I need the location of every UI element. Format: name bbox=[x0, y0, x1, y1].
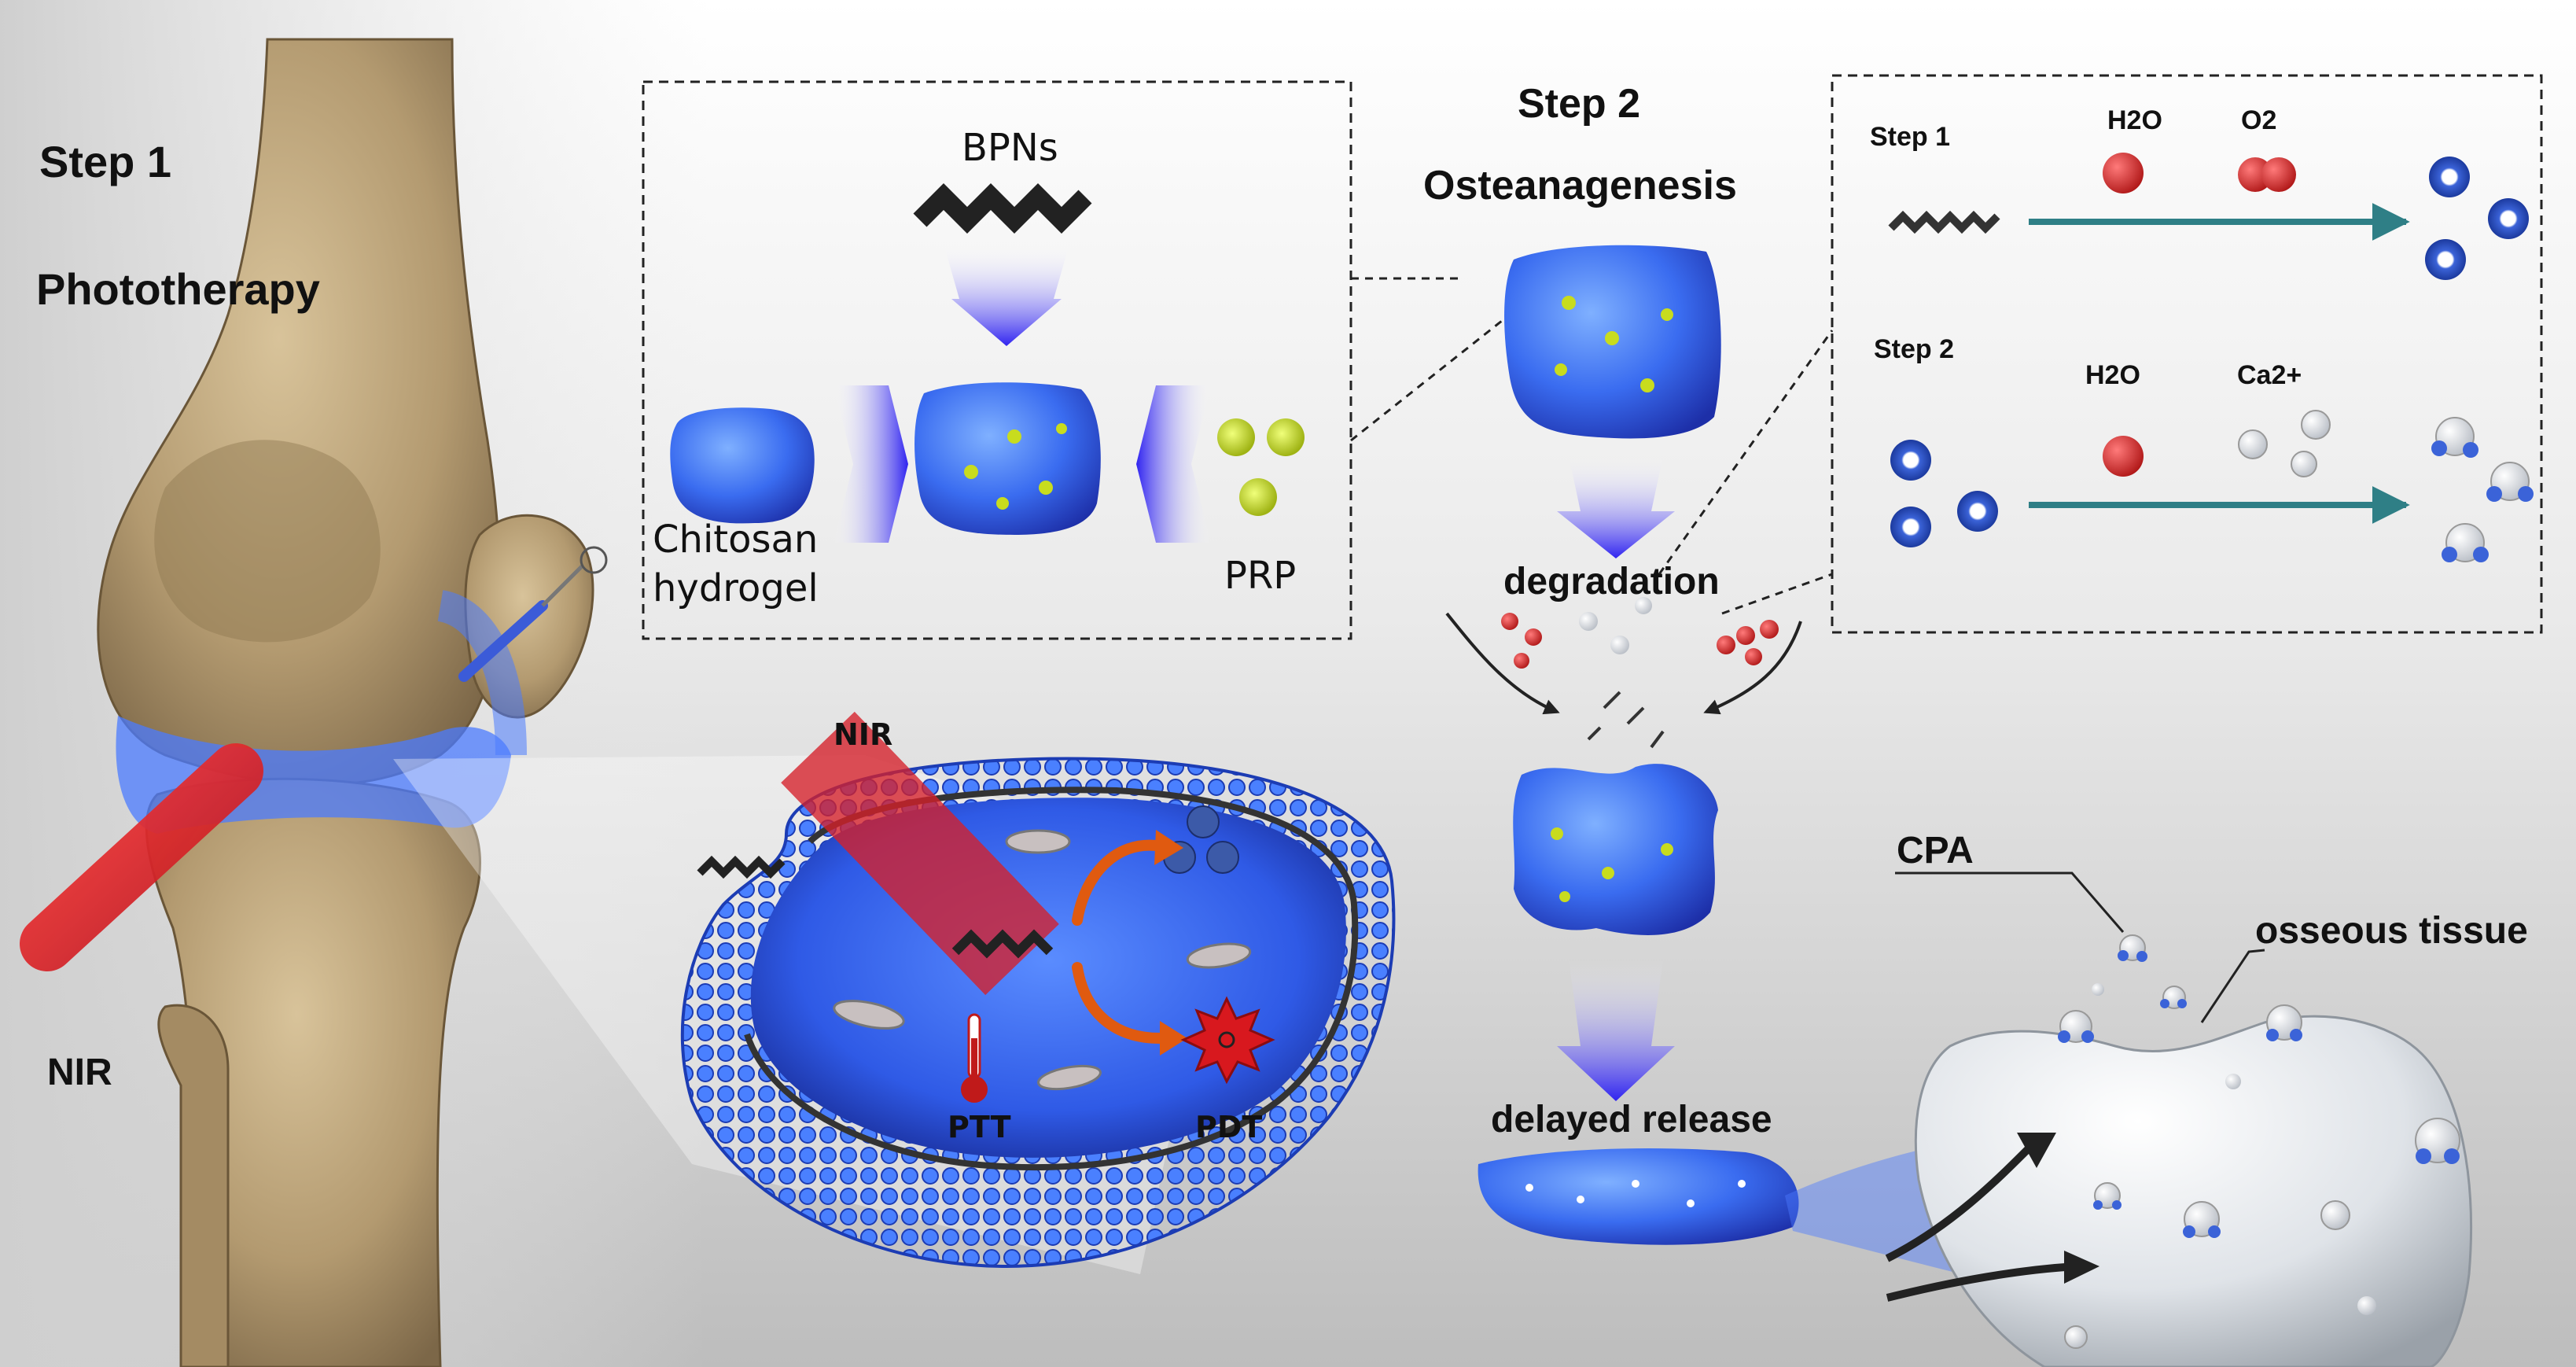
reaction-step2-row bbox=[1890, 410, 2534, 562]
cpa-label: CPA bbox=[1897, 830, 1974, 871]
cell-nir-laser-beam bbox=[781, 711, 1059, 996]
reaction-step1-row bbox=[1888, 153, 2529, 280]
femur-texture bbox=[154, 440, 381, 643]
arrow-down-degradation bbox=[1557, 456, 1675, 558]
ros-star-core bbox=[1218, 1031, 1235, 1048]
thermometer-icon bbox=[961, 1013, 988, 1103]
ros-star-icon bbox=[1180, 996, 1275, 1085]
pdt-label: PDT bbox=[1195, 1110, 1263, 1144]
phototherapy-label: Phototherapy bbox=[36, 264, 320, 314]
cube-prp-dots bbox=[1555, 296, 1673, 392]
bpns-down-arrow bbox=[944, 244, 1069, 346]
reaction-step1-reagent-h2o: H2O bbox=[2107, 105, 2162, 135]
arrow-down-delayed-release bbox=[1557, 960, 1675, 1101]
cell-illustration bbox=[680, 711, 1396, 1269]
connector-line-box1-b bbox=[1350, 313, 1511, 442]
reaction-step1-reagent-o2: O2 bbox=[2241, 105, 2277, 135]
chitosan-hydrogel-block bbox=[670, 407, 815, 524]
chitosan-label: Chitosan bbox=[653, 518, 819, 562]
osseous-tissue-label: osseous tissue bbox=[2255, 910, 2528, 952]
osseous-tissue-tooth bbox=[1914, 1015, 2472, 1367]
delayed-release-label: delayed release bbox=[1491, 1099, 1772, 1140]
reaction-step2-reagent-ca: Ca2+ bbox=[2237, 360, 2302, 390]
curved-arrow-to-oxygen bbox=[1072, 839, 1161, 926]
connector-line-box2-b bbox=[1721, 573, 1833, 615]
reaction-scheme-box bbox=[1831, 74, 2543, 634]
ptt-label: PTT bbox=[948, 1110, 1011, 1144]
nir-laser-beam bbox=[20, 743, 263, 971]
bpns-label: BPNs bbox=[962, 126, 1058, 170]
curved-arrow-to-ros bbox=[1072, 962, 1165, 1044]
degradation-fragments bbox=[1445, 597, 1802, 749]
nir-left-label: NIR bbox=[47, 1052, 112, 1093]
degradation-label: degradation bbox=[1503, 561, 1720, 602]
cell-outer-bpns bbox=[697, 855, 786, 879]
connector-line-box2-a bbox=[1658, 330, 1834, 575]
hydrogel-label: hydrogel bbox=[653, 566, 819, 610]
fibula-bone bbox=[157, 1004, 230, 1367]
mitochondria bbox=[833, 829, 1252, 1091]
prp-platelets-icon bbox=[1217, 418, 1305, 516]
step1-title: Step 1 bbox=[39, 137, 172, 186]
release-arrows bbox=[1885, 1133, 2099, 1302]
composite-hydrogel-block bbox=[914, 382, 1101, 535]
arrow-right-to-composite bbox=[834, 385, 908, 543]
degraded-block-dots bbox=[1551, 827, 1673, 902]
cpa-particles bbox=[2058, 934, 2460, 1349]
cell-bpns-sheet bbox=[951, 929, 1054, 959]
syringe bbox=[458, 600, 548, 682]
hydrogel-formation-box bbox=[642, 80, 1352, 640]
cell-nir-label: NIR bbox=[834, 717, 893, 752]
bpns-sheet-icon bbox=[913, 183, 1092, 234]
reaction-step2-label: Step 2 bbox=[1874, 334, 1955, 364]
cell-membrane-line bbox=[744, 787, 1359, 1170]
osseous-tissue-leader-line bbox=[2200, 949, 2265, 1023]
reaction-step1-label: Step 1 bbox=[1870, 122, 1951, 152]
released-sheet-dots bbox=[1525, 1180, 1746, 1207]
osteanagenesis-label: Osteanagenesis bbox=[1423, 163, 1737, 208]
step2-title: Step 2 bbox=[1518, 81, 1641, 127]
cpa-leader-line bbox=[1895, 871, 2125, 933]
cpa-crystal-group bbox=[2431, 417, 2534, 562]
reaction-step2-reagent-h2o: H2O bbox=[2085, 360, 2140, 390]
arrow-left-to-composite bbox=[1136, 385, 1211, 543]
released-hydrogel-sheet bbox=[1478, 1148, 1799, 1245]
composite-prp-dots bbox=[964, 423, 1067, 510]
degraded-hydrogel-block bbox=[1513, 764, 1718, 935]
oxygen-molecule-icon bbox=[1163, 805, 1239, 874]
knee-joint-illustration bbox=[20, 38, 608, 1367]
syringe-needle bbox=[541, 565, 583, 607]
prp-label: PRP bbox=[1224, 554, 1297, 598]
syringe-plunger bbox=[580, 546, 608, 574]
